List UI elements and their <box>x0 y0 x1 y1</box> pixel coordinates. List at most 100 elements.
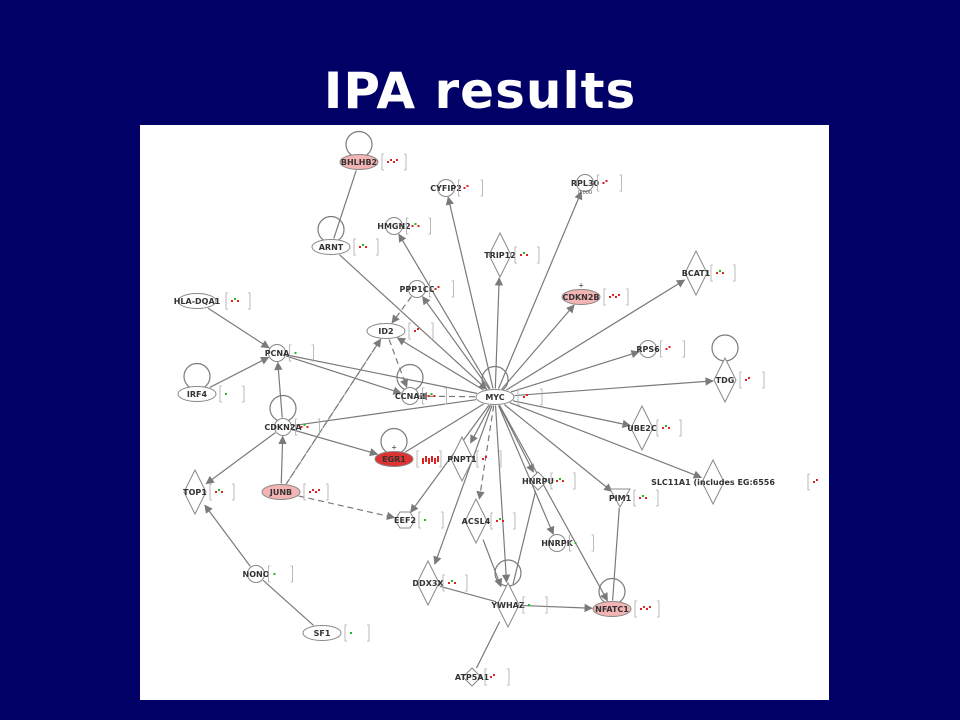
self-loop-BHLHB2 <box>345 130 373 159</box>
node-shape-ID2 <box>366 323 406 339</box>
node-RPS6[interactable]: RPS6 <box>636 340 685 358</box>
node-IRF4[interactable]: IRF4 <box>177 362 245 403</box>
node-mark-EGR1: + <box>391 444 397 452</box>
node-SLC11A1[interactable]: SLC11A1 (includes EG:6556 <box>651 458 829 506</box>
expression-indicator-RPS6 <box>660 340 685 358</box>
node-UBE2C[interactable]: UBE2C <box>627 404 682 452</box>
edge-MYC-HNRPK <box>497 405 555 536</box>
expression-indicator-DDX3X <box>442 574 468 592</box>
node-HMGN2[interactable]: HMGN2 <box>377 217 431 235</box>
edge-MYC-NFATC1 <box>499 404 608 602</box>
node-label-PPP1CC: PPP1CC <box>400 285 435 294</box>
node-label-ARNT: ARNT <box>319 243 344 252</box>
self-loop-ARNT <box>317 215 345 244</box>
node-label-HLA-DQA1: HLA-DQA1 <box>174 297 221 306</box>
node-label-HMGN2: HMGN2 <box>377 222 410 231</box>
node-SF1[interactable]: SF1 <box>302 624 370 642</box>
node-label-CDKN2A: CDKN2A <box>264 423 302 432</box>
expression-indicator-ARNT <box>353 238 379 256</box>
edge-PCNA-MYC <box>286 354 478 394</box>
edge-MYC-ACSL4 <box>476 405 495 500</box>
node-BCAT1[interactable]: BCAT1 <box>682 249 736 297</box>
node-PNPT1[interactable]: PNPT1 <box>447 435 502 483</box>
expression-indicator-YWHAZ <box>522 596 548 614</box>
node-PCNA[interactable]: PCNA <box>265 344 314 362</box>
node-label-TRIP12: TRIP12 <box>484 251 516 260</box>
node-shape-CDKN2A <box>274 418 292 436</box>
node-shape-HNRPU <box>528 471 548 491</box>
node-NFATC1[interactable]: NFATC1 <box>592 577 660 618</box>
node-label-BHLHB2: BHLHB2 <box>341 158 377 167</box>
expression-indicator-HLA-DQA1 <box>225 292 251 310</box>
node-BHLHB2[interactable]: BHLHB2 <box>339 130 407 171</box>
node-TDG[interactable]: TDG <box>711 334 765 404</box>
node-TOP1[interactable]: TOP1 <box>183 468 235 516</box>
expression-indicator-CDKN2A <box>295 418 320 436</box>
node-ARNT[interactable]: ARNT <box>311 215 379 256</box>
node-TRIP12[interactable]: TRIP12 <box>484 231 540 279</box>
node-label-CCNA2: CCNA2 <box>395 392 425 401</box>
node-label-CDKN2B: CDKN2B <box>562 293 599 302</box>
expression-indicator-BHLHB2 <box>381 153 407 171</box>
expression-indicator-TOP1 <box>209 483 235 501</box>
node-shape-ARNT <box>311 239 351 255</box>
edge-CDKN2A-EGR1 <box>291 429 379 457</box>
node-ACSL4[interactable]: ACSL4 <box>462 497 516 545</box>
node-EGR1[interactable]: EGR1+ <box>374 427 442 468</box>
node-label-ATP5A1: ATP5A1 <box>455 673 490 682</box>
edge-MYC-HMGN2 <box>398 233 491 390</box>
node-mark-CDKN2B: + <box>578 282 584 290</box>
self-loop-MYC <box>481 365 509 394</box>
node-EEF2[interactable]: EEF2 <box>394 511 444 529</box>
node-NONO[interactable]: NONO <box>243 565 293 583</box>
node-shape-HNRPK <box>548 534 566 552</box>
node-MYC[interactable]: MYC <box>475 365 543 406</box>
expression-indicator-MYC <box>517 388 543 406</box>
node-shape-HMGN2 <box>385 217 403 235</box>
node-CDKN2B[interactable]: CDKN2B + <box>561 282 629 306</box>
node-CCNA2[interactable]: CCNA2 <box>395 363 447 405</box>
node-shape-PNPT1 <box>450 435 474 483</box>
edge-MYC-CYFIP2 <box>445 196 494 389</box>
expression-indicator-PIM1 <box>633 489 659 507</box>
expression-indicator-UBE2C <box>656 419 682 437</box>
expression-indicator-PNPT1 <box>476 450 502 468</box>
node-label-EEF2: EEF2 <box>394 516 416 525</box>
edge-CDKN2A-MYC <box>292 399 477 427</box>
edge-ATP5A1-YWHAZ <box>475 621 501 669</box>
node-shape-HLA-DQA1 <box>177 293 217 309</box>
node-HNRPK[interactable]: HNRPK <box>541 534 594 552</box>
node-YWHAZ[interactable]: YWHAZ <box>490 559 548 629</box>
edge-SF1-NONO <box>262 579 314 626</box>
expression-indicator-SF1 <box>344 624 370 642</box>
edge-HNRPU-YWHAZ <box>512 490 537 585</box>
node-CYFIP2[interactable]: CYFIP2 <box>430 179 483 197</box>
node-HNRPU[interactable]: HNRPU <box>522 471 576 491</box>
node-ATP5A1[interactable]: ATP5A1 <box>455 667 510 687</box>
node-label-NONO: NONO <box>243 570 270 579</box>
node-shape-SF1 <box>302 625 342 641</box>
expression-indicator-IRF4 <box>219 385 245 403</box>
node-HLA-DQA1[interactable]: HLA-DQA1 <box>174 292 251 310</box>
node-shape-NFATC1 <box>592 601 632 617</box>
node-CDKN2A[interactable]: CDKN2A <box>264 394 320 436</box>
node-ID2[interactable]: ID2 <box>366 322 434 340</box>
expression-indicator-TRIP12 <box>514 246 540 264</box>
node-label-SF1: SF1 <box>314 629 331 638</box>
node-shape-PIM1 <box>609 488 631 509</box>
edge-JUNB-EEF2 <box>298 495 396 521</box>
node-label-SLC11A1: SLC11A1 (includes EG:6556 <box>651 478 775 487</box>
edge-MYC-BCAT1 <box>506 279 686 391</box>
edge-HLA-DQA1-PCNA <box>207 307 270 349</box>
node-shape-YWHAZ <box>496 581 520 629</box>
node-label-PNPT1: PNPT1 <box>447 455 477 464</box>
node-DDX3X[interactable]: DDX3X <box>412 559 468 607</box>
node-JUNB[interactable]: JUNB <box>261 483 329 501</box>
edge-MYC-DDX3X <box>433 405 493 565</box>
node-label-JUNB: JUNB <box>269 488 292 497</box>
edge-NONO-TOP1 <box>204 504 251 567</box>
node-PPP1CC[interactable]: PPP1CC <box>400 280 454 298</box>
node-PIM1[interactable]: PIM1 <box>609 488 659 509</box>
